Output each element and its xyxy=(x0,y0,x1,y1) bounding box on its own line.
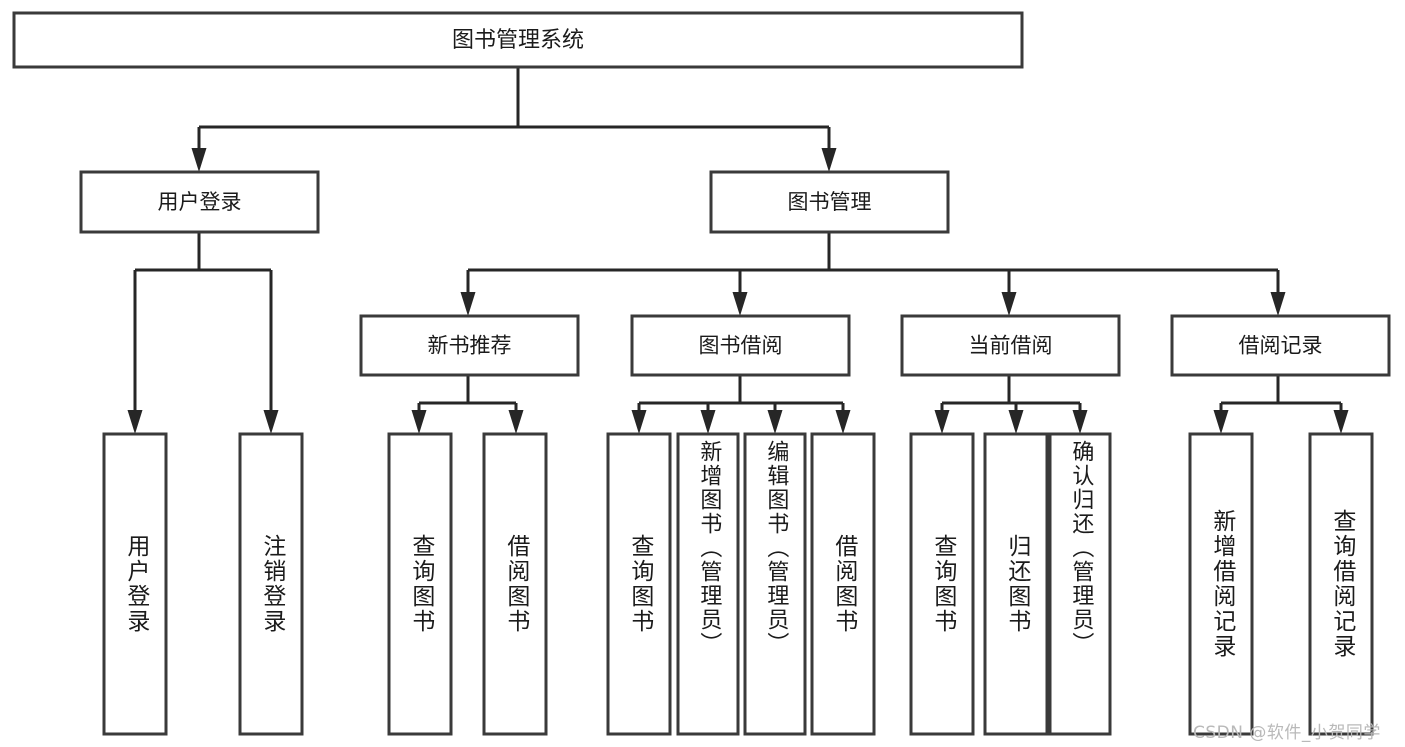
node-box-book-manage[interactable] xyxy=(709,170,950,234)
node-box-leaf-confirm-return[interactable] xyxy=(1048,432,1112,736)
arrow-head-icon xyxy=(411,410,427,434)
node-label-new-book-rec: 新书推荐 xyxy=(428,334,512,358)
node-box-leaf-add-book[interactable] xyxy=(676,432,740,736)
node-box-leaf-return-book[interactable] xyxy=(983,432,1049,736)
node-box-leaf-add-record[interactable] xyxy=(1188,432,1254,736)
arrow-head-icon xyxy=(1213,410,1229,434)
node-box-leaf-query-record[interactable] xyxy=(1308,432,1374,736)
arrow-head-icon xyxy=(821,148,837,172)
node-label-user-login: 用户登录 xyxy=(158,190,242,214)
node-box-book-borrow[interactable] xyxy=(630,314,851,377)
arrow-head-icon xyxy=(1008,410,1024,434)
arrow-head-icon xyxy=(631,410,647,434)
node-box-current-borrow[interactable] xyxy=(900,314,1121,377)
arrow-head-icon xyxy=(508,410,524,434)
node-box-leaf-query-book-bor[interactable] xyxy=(606,432,672,736)
node-label-current-borrow: 当前借阅 xyxy=(969,334,1053,358)
arrow-head-icon xyxy=(1001,292,1017,316)
arrow-head-icon xyxy=(263,410,279,434)
node-label-root: 图书管理系统 xyxy=(452,28,584,53)
node-box-root[interactable] xyxy=(12,11,1024,69)
node-label-borrow-record: 借阅记录 xyxy=(1239,334,1323,358)
arrow-head-icon xyxy=(1270,292,1286,316)
arrow-head-icon xyxy=(767,410,783,434)
arrow-head-icon xyxy=(460,292,476,316)
connectors-layer xyxy=(127,67,1349,434)
node-box-leaf-user-login[interactable] xyxy=(102,432,168,736)
arrow-head-icon xyxy=(1333,410,1349,434)
boxes-layer xyxy=(12,11,1391,736)
node-box-user-login[interactable] xyxy=(79,170,320,234)
arrow-head-icon xyxy=(700,410,716,434)
node-box-leaf-borrow-book-bor[interactable] xyxy=(810,432,876,736)
node-label-book-manage: 图书管理 xyxy=(788,190,872,214)
node-box-leaf-query-book-rec[interactable] xyxy=(387,432,453,736)
arrow-head-icon xyxy=(934,410,950,434)
node-box-leaf-edit-book[interactable] xyxy=(743,432,807,736)
arrow-head-icon xyxy=(1072,410,1088,434)
arrow-head-icon xyxy=(191,148,207,172)
arrow-head-icon xyxy=(732,292,748,316)
node-label-book-borrow: 图书借阅 xyxy=(699,334,783,358)
node-box-leaf-borrow-book-rec[interactable] xyxy=(482,432,548,736)
node-box-leaf-logout[interactable] xyxy=(238,432,304,736)
node-box-leaf-query-book-cur[interactable] xyxy=(909,432,975,736)
arrow-head-icon xyxy=(127,410,143,434)
arrow-head-icon xyxy=(835,410,851,434)
node-box-new-book-rec[interactable] xyxy=(359,314,580,377)
node-box-borrow-record[interactable] xyxy=(1170,314,1391,377)
watermark-text: CSDN @软件_小贺同学 xyxy=(1193,723,1381,743)
